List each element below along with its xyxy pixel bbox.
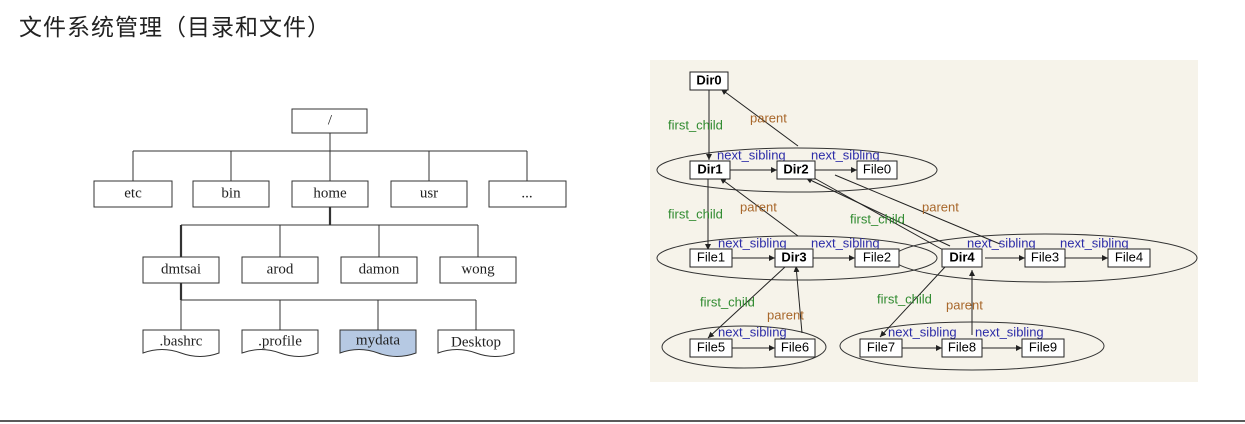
- graph-node-file4: File4: [1107, 248, 1151, 268]
- tree-node-arod: arod: [241, 256, 319, 284]
- svg-text:.bashrc: .bashrc: [160, 333, 203, 349]
- svg-text:File2: File2: [863, 249, 891, 264]
- graph-node-file2: File2: [854, 248, 900, 268]
- linked-tree-panel: first_child parent next_sibling next_sib…: [650, 60, 1198, 382]
- svg-text:dmtsai: dmtsai: [161, 261, 201, 277]
- graph-node-dir2: Dir2: [776, 160, 816, 180]
- tree-node-root: /: [291, 108, 368, 134]
- graph-node-file6: File6: [774, 338, 816, 358]
- svg-text:Dir1: Dir1: [697, 161, 722, 176]
- graph-node-dir4: Dir4: [941, 248, 983, 268]
- svg-text:next_sibling: next_sibling: [975, 324, 1044, 339]
- graph-node-file0: File0: [856, 160, 898, 180]
- tree-node-damon: damon: [340, 256, 418, 284]
- directory-tree-diagram: / etc bin home usr ... dmtsai arod damon…: [93, 108, 567, 357]
- linked-tree-diagram: first_child parent next_sibling next_sib…: [656, 71, 1198, 371]
- graph-node-dir0: Dir0: [689, 71, 729, 91]
- graph-node-dir3: Dir3: [774, 248, 814, 268]
- svg-text:next_sibling: next_sibling: [811, 147, 880, 162]
- graph-node-file5: File5: [689, 338, 733, 358]
- svg-text:File7: File7: [867, 339, 895, 354]
- svg-text:next_sibling: next_sibling: [718, 324, 787, 339]
- svg-text:Desktop: Desktop: [451, 334, 501, 350]
- svg-text:next_sibling: next_sibling: [967, 235, 1036, 250]
- graph-node-file9: File9: [1021, 338, 1065, 358]
- svg-text:File9: File9: [1029, 339, 1057, 354]
- tree-node-usr: usr: [390, 180, 468, 208]
- svg-text:first_child: first_child: [877, 291, 932, 306]
- tree-node-mydata: mydata: [339, 329, 417, 357]
- svg-text:next_sibling: next_sibling: [888, 324, 957, 339]
- svg-text:damon: damon: [359, 261, 400, 277]
- svg-text:/: /: [328, 112, 333, 128]
- tree-node-dmtsai: dmtsai: [142, 256, 220, 284]
- svg-text:wong: wong: [461, 261, 495, 277]
- tree-node-desktop: Desktop: [437, 329, 515, 357]
- svg-text:first_child: first_child: [668, 206, 723, 221]
- svg-text:first_child: first_child: [668, 117, 723, 132]
- svg-text:next_sibling: next_sibling: [1060, 235, 1129, 250]
- svg-text:...: ...: [521, 185, 532, 201]
- svg-text:next_sibling: next_sibling: [811, 235, 880, 250]
- tree-node-ellipsis: ...: [488, 180, 567, 208]
- svg-text:next_sibling: next_sibling: [718, 235, 787, 250]
- svg-text:File3: File3: [1031, 249, 1059, 264]
- svg-text:first_child: first_child: [850, 211, 905, 226]
- graph-node-file1: File1: [689, 248, 733, 268]
- bottom-divider: [0, 420, 1245, 422]
- svg-text:File1: File1: [697, 249, 725, 264]
- graph-node-file7: File7: [859, 338, 903, 358]
- svg-text:Dir3: Dir3: [781, 249, 806, 264]
- svg-text:first_child: first_child: [700, 294, 755, 309]
- tree-node-home: home: [291, 180, 369, 208]
- tree-node-profile: .profile: [241, 329, 319, 357]
- svg-text:parent: parent: [946, 297, 983, 312]
- svg-text:.profile: .profile: [258, 333, 302, 349]
- svg-text:File8: File8: [948, 339, 976, 354]
- svg-text:File4: File4: [1115, 249, 1143, 264]
- svg-text:Dir4: Dir4: [949, 249, 975, 264]
- svg-text:home: home: [313, 185, 347, 201]
- svg-text:bin: bin: [221, 185, 241, 201]
- svg-text:etc: etc: [124, 185, 142, 201]
- svg-text:parent: parent: [767, 307, 804, 322]
- tree-node-wong: wong: [439, 256, 517, 284]
- svg-text:mydata: mydata: [356, 332, 400, 348]
- svg-text:File0: File0: [863, 161, 891, 176]
- svg-text:File6: File6: [781, 339, 809, 354]
- svg-text:parent: parent: [750, 110, 787, 125]
- tree-node-bashrc: .bashrc: [142, 329, 220, 357]
- svg-text:usr: usr: [420, 185, 438, 201]
- svg-text:next_sibling: next_sibling: [717, 147, 786, 162]
- svg-text:arod: arod: [267, 261, 294, 277]
- tree-node-bin: bin: [192, 180, 270, 208]
- svg-text:Dir2: Dir2: [783, 161, 808, 176]
- svg-text:File5: File5: [697, 339, 725, 354]
- graph-node-dir1: Dir1: [689, 160, 731, 180]
- svg-text:parent: parent: [922, 199, 959, 214]
- graph-node-file8: File8: [941, 338, 983, 358]
- graph-node-file3: File3: [1024, 248, 1066, 268]
- tree-node-etc: etc: [93, 180, 173, 208]
- svg-text:Dir0: Dir0: [696, 72, 721, 87]
- svg-text:parent: parent: [740, 199, 777, 214]
- page-title: 文件系统管理（目录和文件）: [19, 15, 331, 41]
